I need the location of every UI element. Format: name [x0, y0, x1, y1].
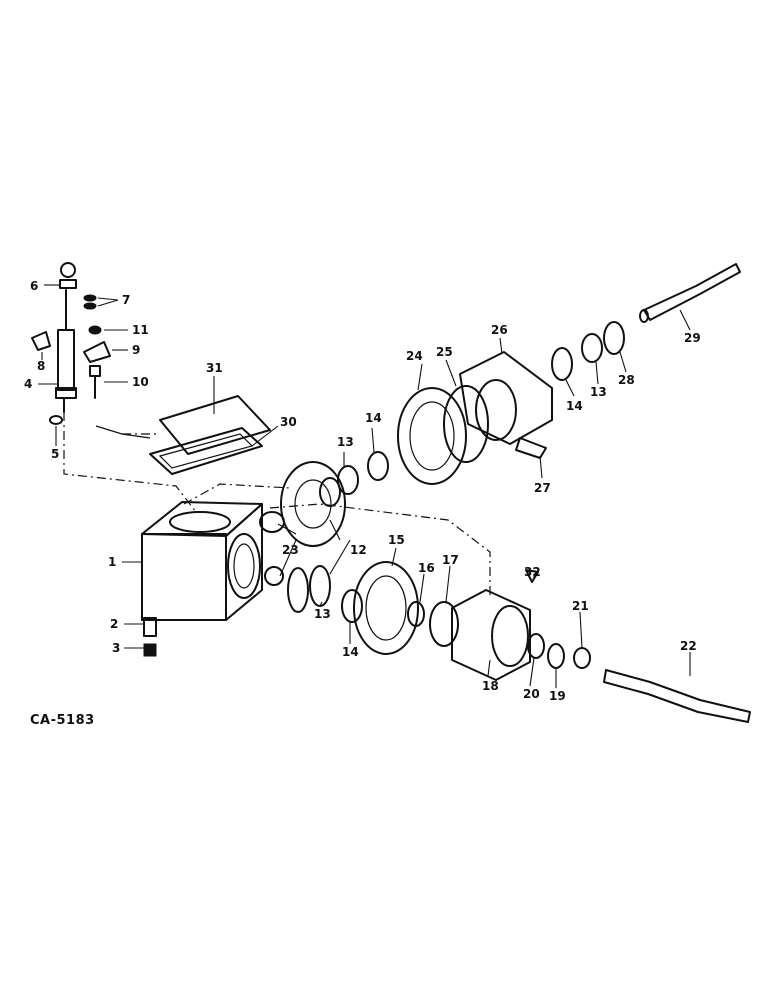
- output-shaft: [603, 669, 751, 723]
- callout-27: 27: [534, 481, 551, 495]
- callout-22: 22: [680, 639, 697, 653]
- callout-3: 3: [112, 641, 120, 655]
- callout-20: 20: [523, 687, 540, 701]
- callout-26: 26: [491, 323, 508, 337]
- callout-19: 19: [549, 689, 566, 703]
- callout-1: 1: [108, 555, 116, 569]
- callout-8: 8: [37, 359, 45, 373]
- callout-13-right: 13: [590, 385, 607, 399]
- callout-18: 18: [482, 679, 499, 693]
- callout-17: 17: [442, 553, 459, 567]
- callout-14-lower: 14: [342, 645, 359, 659]
- drain-plug-parts: [143, 617, 157, 657]
- callout-23: 23: [282, 543, 299, 557]
- callout-30: 30: [280, 415, 297, 429]
- bearing-housing: [397, 321, 625, 485]
- callout-24: 24: [406, 349, 423, 363]
- callout-13-lower: 13: [314, 607, 331, 621]
- callout-4: 4: [24, 377, 32, 391]
- callout-14-right: 14: [566, 399, 583, 413]
- callout-32: 32: [524, 565, 541, 579]
- input-shaft: [639, 263, 741, 323]
- callout-9: 9: [132, 343, 140, 357]
- gear-case-housing: [141, 501, 263, 621]
- callout-12: 12: [350, 543, 367, 557]
- callout-leaders: [38, 284, 691, 688]
- cover-plate-and-gasket: [149, 395, 271, 475]
- callout-7: 7: [122, 293, 130, 307]
- callout-15: 15: [388, 533, 405, 547]
- callout-28: 28: [618, 373, 635, 387]
- callout-10: 10: [132, 375, 149, 389]
- dipstick-assembly: [31, 262, 151, 439]
- callout-6: 6: [30, 279, 38, 293]
- callout-31: 31: [206, 361, 223, 375]
- callout-25: 25: [436, 345, 453, 359]
- callout-29: 29: [684, 331, 701, 345]
- seal-retainer-assembly: [353, 561, 591, 681]
- callout-13-upper: 13: [337, 435, 354, 449]
- callout-14-upper: 14: [365, 411, 382, 425]
- callout-5: 5: [51, 447, 59, 461]
- callout-16: 16: [418, 561, 435, 575]
- callout-11: 11: [132, 323, 149, 337]
- figure-code: CA-5183: [30, 713, 95, 728]
- callout-labels: 6 7 11 9 8 10 4 5 31 30 1 2 3 23 12 13 1…: [24, 279, 701, 703]
- callout-2: 2: [110, 617, 118, 631]
- alignment-centerlines: [63, 412, 491, 598]
- gear-train-parts: [259, 451, 389, 623]
- callout-21: 21: [572, 599, 589, 613]
